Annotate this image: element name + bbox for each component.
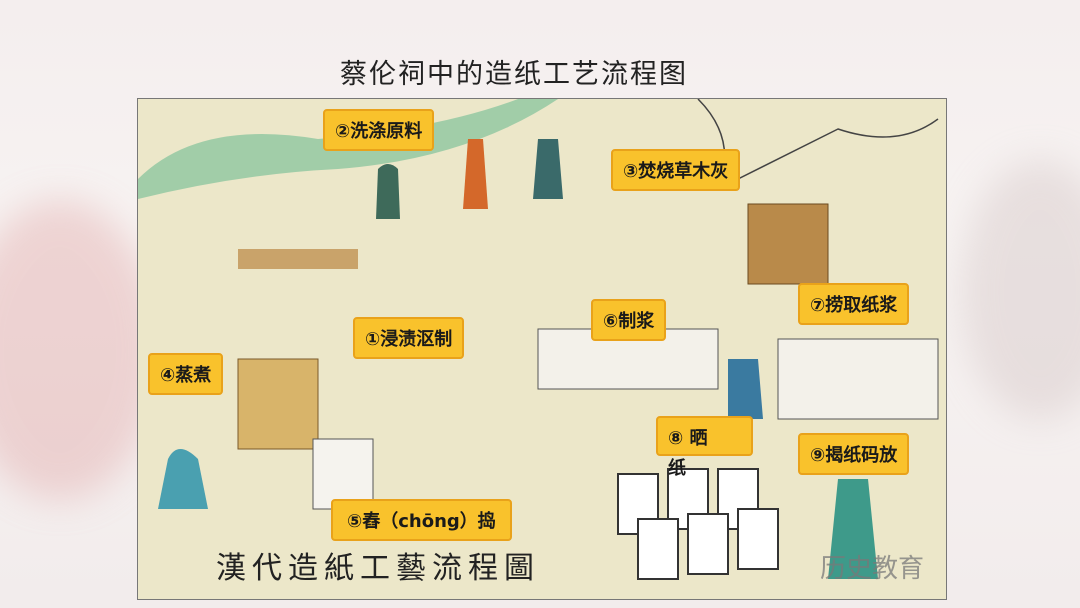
watermark: 历史教育 (820, 554, 925, 584)
step-5-label: ⑤舂（chōng）捣 (331, 499, 512, 541)
papermaking-illustration: ②洗涤原料 ③焚烧草木灰 ①浸渍沤制 ⑥制浆 ⑦捞取纸浆 ④蒸煮 ⑧ 晒 纸 ⑨… (137, 98, 947, 600)
illustration-caption: 漢代造紙工藝流程圖 (216, 551, 540, 586)
illustration-drawing (138, 99, 939, 580)
background-decoration (960, 160, 1080, 420)
slide-title: 蔡伦祠中的造纸工艺流程图 (340, 59, 688, 90)
step-8-label-line1: ⑧ 晒 (668, 428, 708, 449)
step-4-label: ④蒸煮 (148, 353, 224, 395)
step-2-label: ②洗涤原料 (323, 109, 435, 151)
step-6-label: ⑥制浆 (591, 299, 667, 341)
step-3-label: ③焚烧草木灰 (611, 149, 741, 191)
step-9-label: ⑨揭纸码放 (798, 433, 910, 475)
step-8-label-line2: 纸 (668, 458, 686, 479)
step-7-label: ⑦捞取纸浆 (798, 283, 910, 325)
background-decoration (0, 200, 160, 500)
step-8-label: ⑧ 晒 纸 (656, 416, 753, 479)
step-1-label: ①浸渍沤制 (353, 317, 465, 359)
